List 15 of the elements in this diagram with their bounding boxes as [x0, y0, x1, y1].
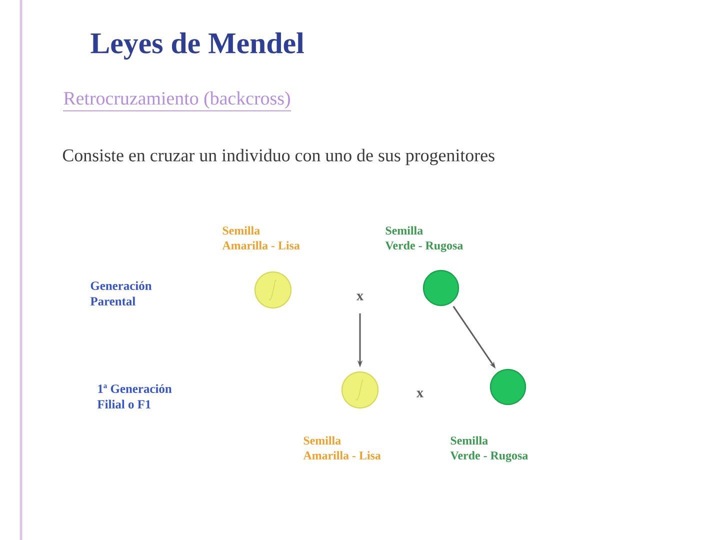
generation-label: Generación Parental	[90, 281, 152, 306]
seed-label: Semilla Amarilla - Lisa	[303, 436, 381, 460]
body-text: Consiste en cruzar un individuo con uno de sus progenitores	[62, 148, 494, 166]
seed-label: Semilla Amarilla - Lisa	[222, 226, 300, 250]
subheading: Retrocruzamiento (backcross)	[62, 91, 292, 112]
seed	[422, 270, 460, 306]
seed	[254, 271, 292, 309]
seed	[490, 368, 526, 406]
cross-sign: x	[416, 390, 424, 398]
title: Leyes de Mendel	[90, 32, 304, 60]
seed-label: Semilla Verde - Rugosa	[450, 436, 528, 462]
seed-label: Semilla Verde - Rugosa	[385, 226, 463, 252]
generation-label: 1ª Generación Filial o F1	[97, 384, 172, 409]
cross-sign: x	[356, 294, 364, 300]
seed	[341, 371, 379, 409]
